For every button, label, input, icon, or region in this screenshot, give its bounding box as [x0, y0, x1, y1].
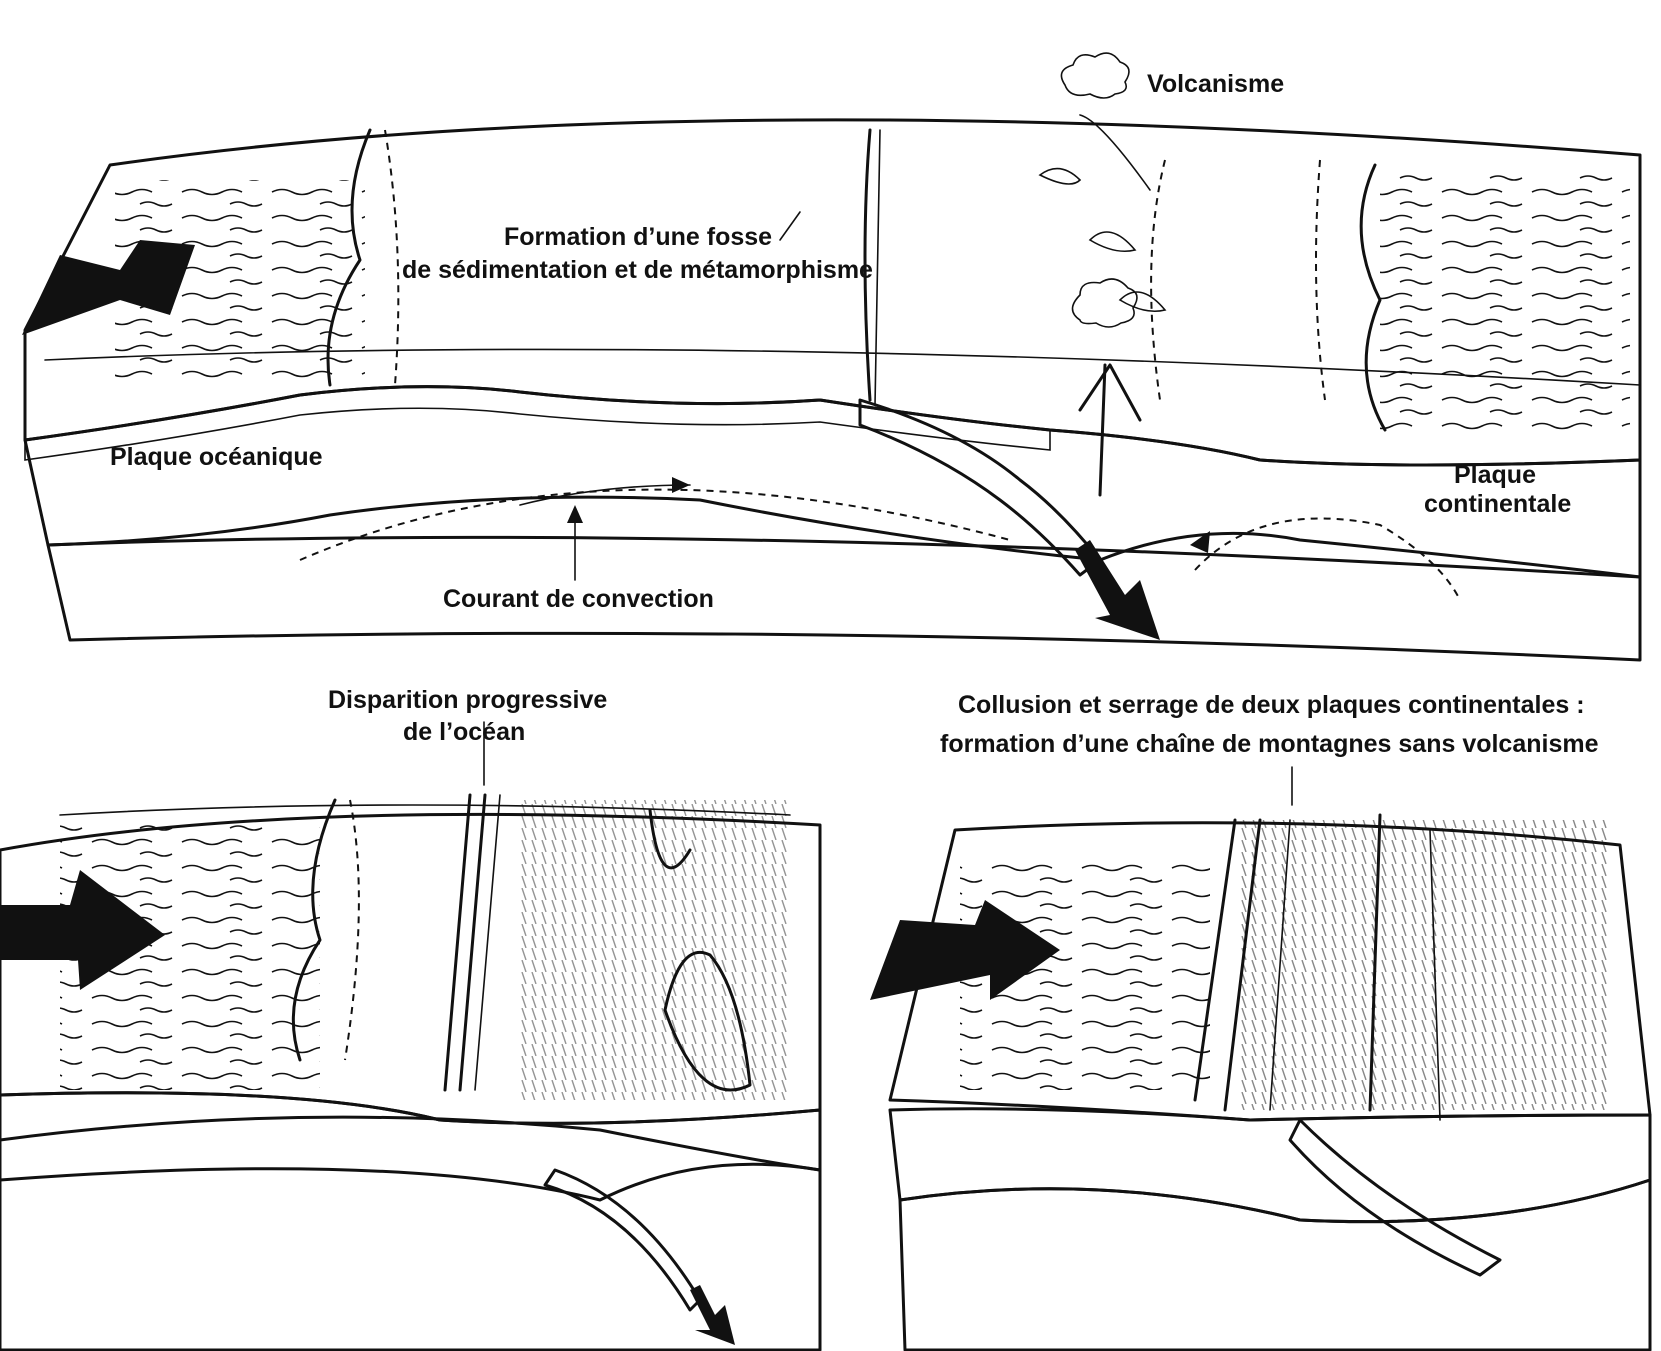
- subduction-arrow-icon: [1075, 540, 1160, 640]
- label-plaque-continentale-line1: Plaque: [1454, 461, 1536, 489]
- label-collision-line2: formation d’une chaîne de montagnes sans…: [940, 730, 1599, 758]
- bottom-right-block-diagram: [870, 813, 1652, 1351]
- plate-motion-arrow-icon: [870, 900, 1060, 1000]
- mantle-layer: [46, 535, 1642, 662]
- label-plaque-continentale-line2: continentale: [1424, 490, 1571, 518]
- label-fosse-line1: Formation d’une fosse: [504, 223, 772, 251]
- lithosphere: [888, 1107, 1652, 1224]
- mantle-layer: [898, 1178, 1652, 1351]
- subduction-arrow-icon: [690, 1285, 735, 1345]
- label-volcanisme: Volcanisme: [1147, 70, 1284, 98]
- mantle-layer: [0, 1115, 822, 1351]
- volcano-cloud-icon: [1060, 52, 1130, 99]
- label-plaque-oceanique: Plaque océanique: [110, 443, 323, 471]
- bottom-left-block-diagram: [0, 793, 822, 1351]
- label-disparition-line2: de l’océan: [403, 718, 525, 746]
- label-courant-de-convection: Courant de convection: [443, 585, 714, 613]
- label-fosse-line2: de sédimentation et de métamorphisme: [402, 256, 873, 284]
- lithosphere: [0, 1091, 822, 1202]
- volcano-cloud-icon: [1071, 278, 1138, 328]
- label-collision-line1: Collusion et serrage de deux plaques con…: [958, 691, 1585, 719]
- top-block-diagram: [22, 52, 1642, 786]
- plate-motion-arrow-icon: [22, 240, 195, 335]
- plate-motion-arrow-icon: [0, 870, 165, 990]
- label-disparition-line1: Disparition progressive: [328, 686, 607, 714]
